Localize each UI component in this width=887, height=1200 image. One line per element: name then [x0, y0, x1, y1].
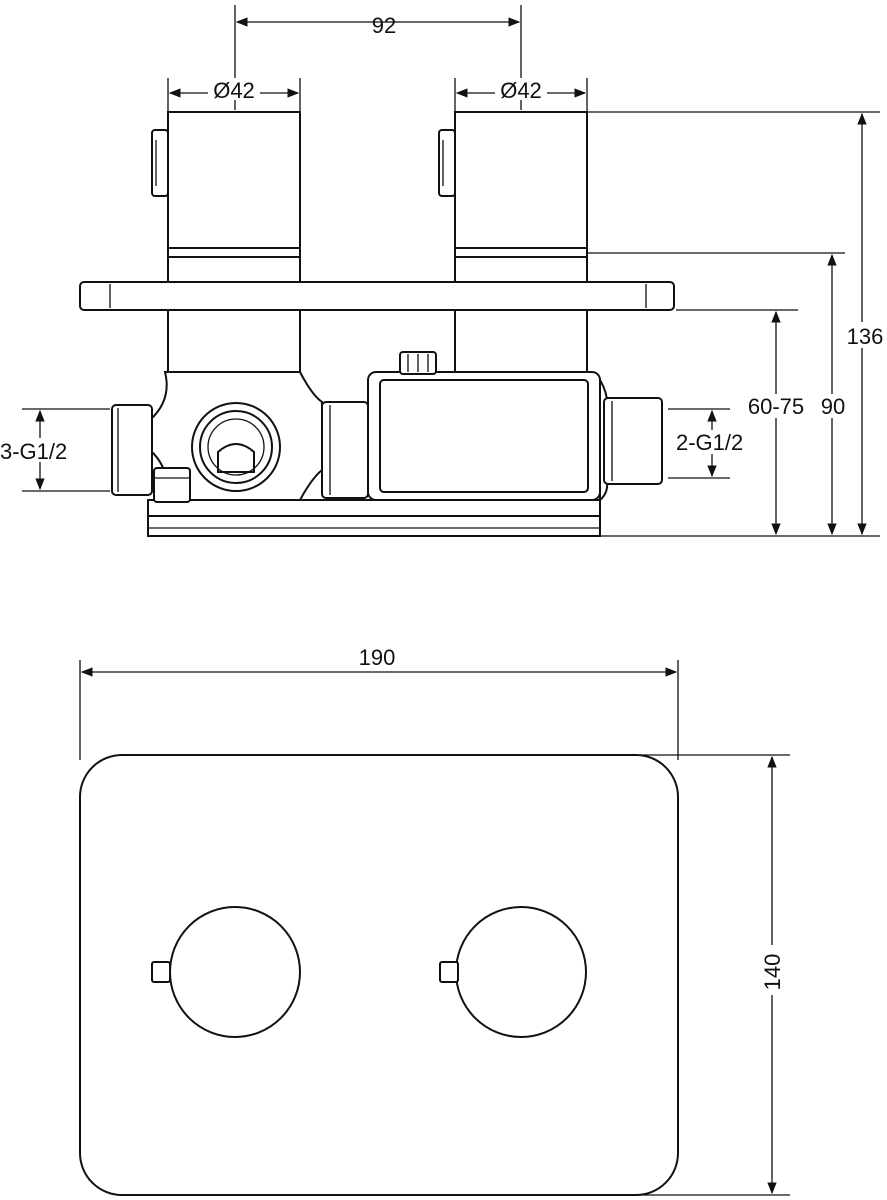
depth-label: 60-75 [748, 394, 804, 419]
dimension-diameter-right: Ø42 [454, 78, 588, 112]
dimension-diameter-left: Ø42 [167, 78, 301, 112]
cover-plate-front [79, 754, 679, 1196]
knob-left [151, 906, 301, 1038]
dimension-plate-height: 90 [587, 252, 850, 536]
diameter-left-label: Ø42 [213, 78, 255, 103]
dimension-depth: 60-75 [676, 309, 808, 536]
front-height-label: 140 [760, 954, 785, 991]
total-height-label: 136 [847, 324, 884, 349]
plate-height-label: 90 [821, 394, 845, 419]
valve-body [111, 351, 663, 537]
diameter-right-label: Ø42 [500, 78, 542, 103]
inlet-left-label: 3-G1/2 [0, 439, 67, 464]
dimension-width: 190 [79, 645, 679, 760]
inlet-right-label: 2-G1/2 [676, 430, 743, 455]
dimension-inlet-right: 2-G1/2 [668, 408, 755, 479]
knob-right [439, 906, 587, 1038]
front-view: 190 140 [79, 645, 790, 1196]
dimension-front-height: 140 [640, 754, 790, 1196]
dimension-inlet-left: 3-G1/2 [0, 408, 110, 492]
side-view: 92 Ø42 Ø42 [0, 5, 887, 537]
dimension-spacing: 92 [234, 5, 522, 110]
dimension-total-height: 136 [587, 111, 887, 536]
spacing-label: 92 [372, 13, 396, 38]
cover-plate-side [79, 281, 675, 311]
width-label: 190 [359, 645, 396, 670]
